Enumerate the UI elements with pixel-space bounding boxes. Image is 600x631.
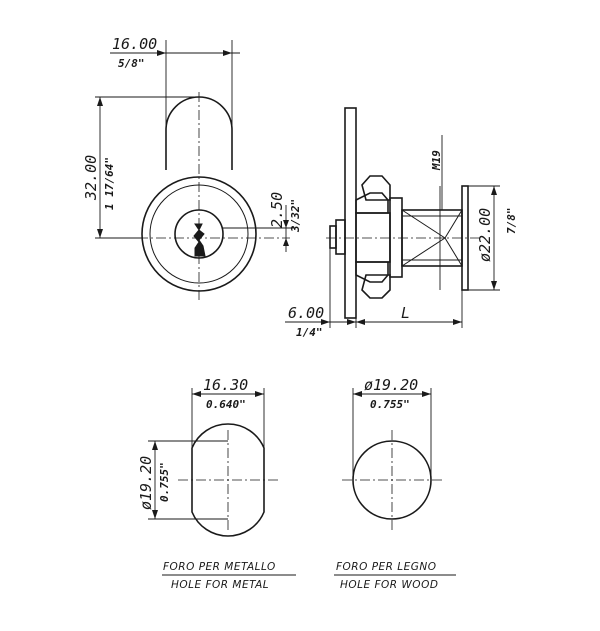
- metal-width-in: 0.640": [206, 398, 246, 411]
- cross-line: [444, 237, 463, 267]
- dim-arrow: [353, 391, 431, 397]
- metal-caption-en: HOLE FOR METAL: [171, 579, 269, 591]
- front-width-in: 5/8": [118, 57, 145, 70]
- side-view: M19 ø22.00 7/8" 6.00 1/4" L: [285, 107, 518, 339]
- nut-bottom: [355, 261, 389, 283]
- metal-width-mm: 16.30: [203, 376, 248, 394]
- dim-arrow: [157, 50, 232, 56]
- front-height-in: 1 17/64": [103, 157, 116, 210]
- front-view: 16.00 5/8" 32.00 1 17/64" 2.50 3/32": [82, 35, 302, 300]
- metal-diameter-mm: ø19.20: [137, 456, 155, 510]
- metal-hole-outline: [191, 423, 265, 537]
- cross-line: [444, 209, 463, 239]
- dim-arrow: [283, 220, 289, 246]
- length-label: L: [401, 304, 410, 322]
- dim-arrow: [192, 391, 264, 397]
- front-offset-mm: 2.50: [268, 192, 286, 228]
- front-height-mm: 32.00: [82, 155, 100, 201]
- wood-diameter-mm: ø19.20: [364, 376, 418, 394]
- wood-diameter-in: 0.755": [370, 398, 410, 411]
- hole-wood-view: ø19.20 0.755" FORO PER LEGNO HOLE FOR WO…: [334, 376, 456, 591]
- wood-caption-it: FORO PER LEGNO: [336, 561, 437, 573]
- flange-thickness-mm: 6.00: [288, 304, 324, 322]
- keyway-icon: [193, 223, 206, 257]
- nut-top: [355, 192, 389, 214]
- washer: [389, 197, 403, 278]
- thread-size: M19: [430, 150, 443, 171]
- side-diameter-in: 7/8": [505, 208, 518, 235]
- cylinder-front: [335, 219, 346, 255]
- nut-body: [355, 212, 391, 263]
- side-diameter-mm: ø22.00: [476, 208, 494, 262]
- front-width-mm: 16.00: [112, 35, 157, 53]
- dim-arrow: [321, 319, 462, 325]
- dim-arrow: [152, 441, 158, 519]
- flange-thickness-in: 1/4": [296, 326, 323, 339]
- front-offset-in: 3/32": [289, 199, 302, 233]
- cross-line: [401, 209, 446, 239]
- key-nose: [329, 225, 337, 249]
- wood-caption-en: HOLE FOR WOOD: [340, 579, 438, 591]
- metal-diameter-in: 0.755": [158, 462, 171, 502]
- metal-caption-it: FORO PER METALLO: [163, 561, 276, 573]
- flange-plate: [344, 107, 357, 319]
- cross-line: [401, 237, 446, 267]
- hole-metal-view: 16.30 0.640" ø19.20 0.755" FORO PER META…: [137, 376, 296, 591]
